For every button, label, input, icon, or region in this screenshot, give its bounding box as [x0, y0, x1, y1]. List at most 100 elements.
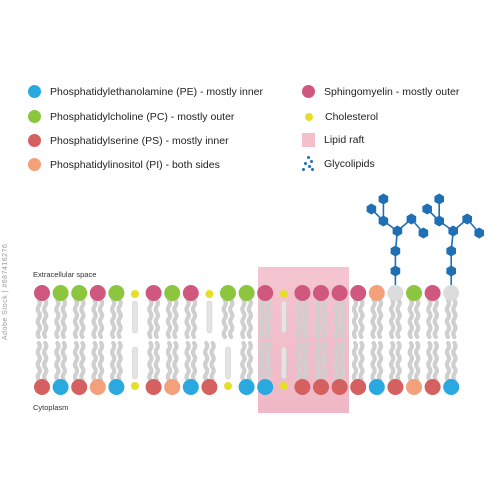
- sm-head: [294, 285, 311, 301]
- cholesterol-tail: [132, 300, 138, 334]
- pi-swatch: [28, 158, 41, 171]
- lipid-tail: [97, 297, 105, 340]
- legend-pe-label: Phosphatidylethanolamine (PE) - mostly i…: [50, 85, 264, 98]
- legend-ps-label: Phosphatidylserine (PS) - mostly inner: [50, 134, 229, 147]
- lipid-tail: [333, 340, 340, 383]
- lipid-tail: [314, 340, 321, 383]
- ps-head: [71, 379, 88, 395]
- lipid-tail: [116, 340, 123, 383]
- lipid-tail: [339, 297, 346, 340]
- lipid-tail: [153, 297, 160, 340]
- pc-head: [108, 285, 125, 301]
- sugar-hexagon: [378, 215, 389, 227]
- lipid-tail: [165, 340, 173, 383]
- sugar-hexagon: [366, 203, 377, 215]
- sm-head: [34, 285, 50, 301]
- sm-head: [145, 285, 162, 301]
- lipid-tail: [407, 340, 414, 383]
- lipid-tail: [358, 297, 365, 340]
- sugar-hexagon: [406, 213, 417, 225]
- lipid-tail: [333, 297, 340, 340]
- legend-pc-label: Phosphatidylcholine (PC) - mostly outer: [50, 110, 235, 123]
- legend-pe: Phosphatidylethanolamine (PE) - mostly i…: [28, 85, 263, 98]
- cholesterol-head: [205, 290, 214, 298]
- lipid-tail: [414, 297, 421, 340]
- pc-head: [164, 285, 181, 301]
- lipid-tail: [246, 340, 253, 383]
- pe-head: [238, 379, 255, 395]
- lipid-tail: [116, 297, 123, 340]
- lipid-tail: [97, 340, 105, 383]
- cytoplasm-label: Cytoplasm: [33, 403, 69, 412]
- lipid-tail: [296, 340, 303, 383]
- lipid-tail: [258, 340, 266, 383]
- cholesterol-tail: [132, 346, 138, 380]
- cholesterol-head: [224, 382, 232, 390]
- cholesterol-tail: [280, 300, 287, 334]
- sm-head: [424, 285, 441, 301]
- cholesterol-tail: [225, 346, 231, 380]
- lipid-tail: [444, 340, 452, 383]
- pe-head: [52, 379, 69, 395]
- ps-head: [145, 379, 162, 395]
- sugar-hexagon: [392, 225, 403, 237]
- lipid-tail: [79, 340, 86, 383]
- cholesterol-swatch: [305, 113, 313, 121]
- sugar-hexagon: [390, 245, 401, 257]
- pc-swatch: [28, 110, 41, 123]
- legend-pi: Phosphatidylinositol (PI) - both sides: [28, 158, 220, 171]
- sugar-hexagon: [434, 215, 444, 227]
- legend-ps: Phosphatidylserine (PS) - mostly inner: [28, 134, 229, 147]
- lipid-tail: [184, 297, 191, 340]
- legend-pi-label: Phosphatidylinositol (PI) - both sides: [50, 158, 220, 171]
- lipid-tail: [228, 297, 235, 340]
- lipid-tail: [35, 297, 42, 340]
- sm-head: [350, 285, 367, 301]
- sugar-hexagon: [378, 193, 389, 205]
- lipid-tail: [110, 297, 117, 340]
- lipid-tail: [203, 340, 210, 383]
- cholesterol-tail: [280, 346, 287, 380]
- lipid-tail: [209, 340, 216, 383]
- lipid-tail: [42, 340, 49, 383]
- lipid-tail: [153, 340, 160, 383]
- lipid-tail: [314, 297, 321, 340]
- cholesterol-head: [279, 290, 288, 298]
- pe-head: [368, 379, 385, 395]
- lipid-tail: [358, 340, 365, 383]
- pe-head: [182, 379, 199, 395]
- pc-head: [406, 285, 422, 301]
- lipid-tail: [54, 297, 61, 340]
- lipid-tail: [184, 340, 191, 383]
- lipid-tail: [110, 340, 117, 383]
- sugar-hexagon: [474, 227, 484, 239]
- sm-head: [182, 285, 199, 301]
- sugar-hexagon: [462, 213, 472, 225]
- lipid-tail: [42, 297, 49, 340]
- ps-head: [350, 379, 367, 395]
- lipid-tail: [426, 297, 433, 340]
- lipid-tail: [190, 297, 198, 340]
- glycolipid-head: [387, 285, 404, 301]
- pc-head: [220, 285, 236, 301]
- lipid-tail: [172, 297, 179, 340]
- legend-cholesterol-label: Cholesterol: [325, 111, 379, 123]
- lipid-heads: [34, 285, 460, 395]
- ps-head: [294, 379, 311, 395]
- lipid-tail: [321, 297, 328, 340]
- sm-head: [89, 285, 106, 301]
- cholesterol-head: [131, 290, 139, 298]
- lipid-tail: [351, 340, 359, 383]
- lipid-tail: [414, 340, 421, 383]
- lipid-tail: [339, 340, 346, 383]
- lipid-tail: [432, 297, 439, 340]
- cholesterol-head: [131, 382, 139, 390]
- stock-id-watermark: Adobe Stock | #687416276: [2, 243, 9, 340]
- pc-head: [71, 285, 88, 301]
- lipid-tail: [451, 297, 458, 340]
- lipid-tail: [389, 297, 396, 340]
- pi-head: [164, 379, 181, 395]
- lipid-tail: [79, 297, 86, 340]
- pi-head: [406, 379, 422, 395]
